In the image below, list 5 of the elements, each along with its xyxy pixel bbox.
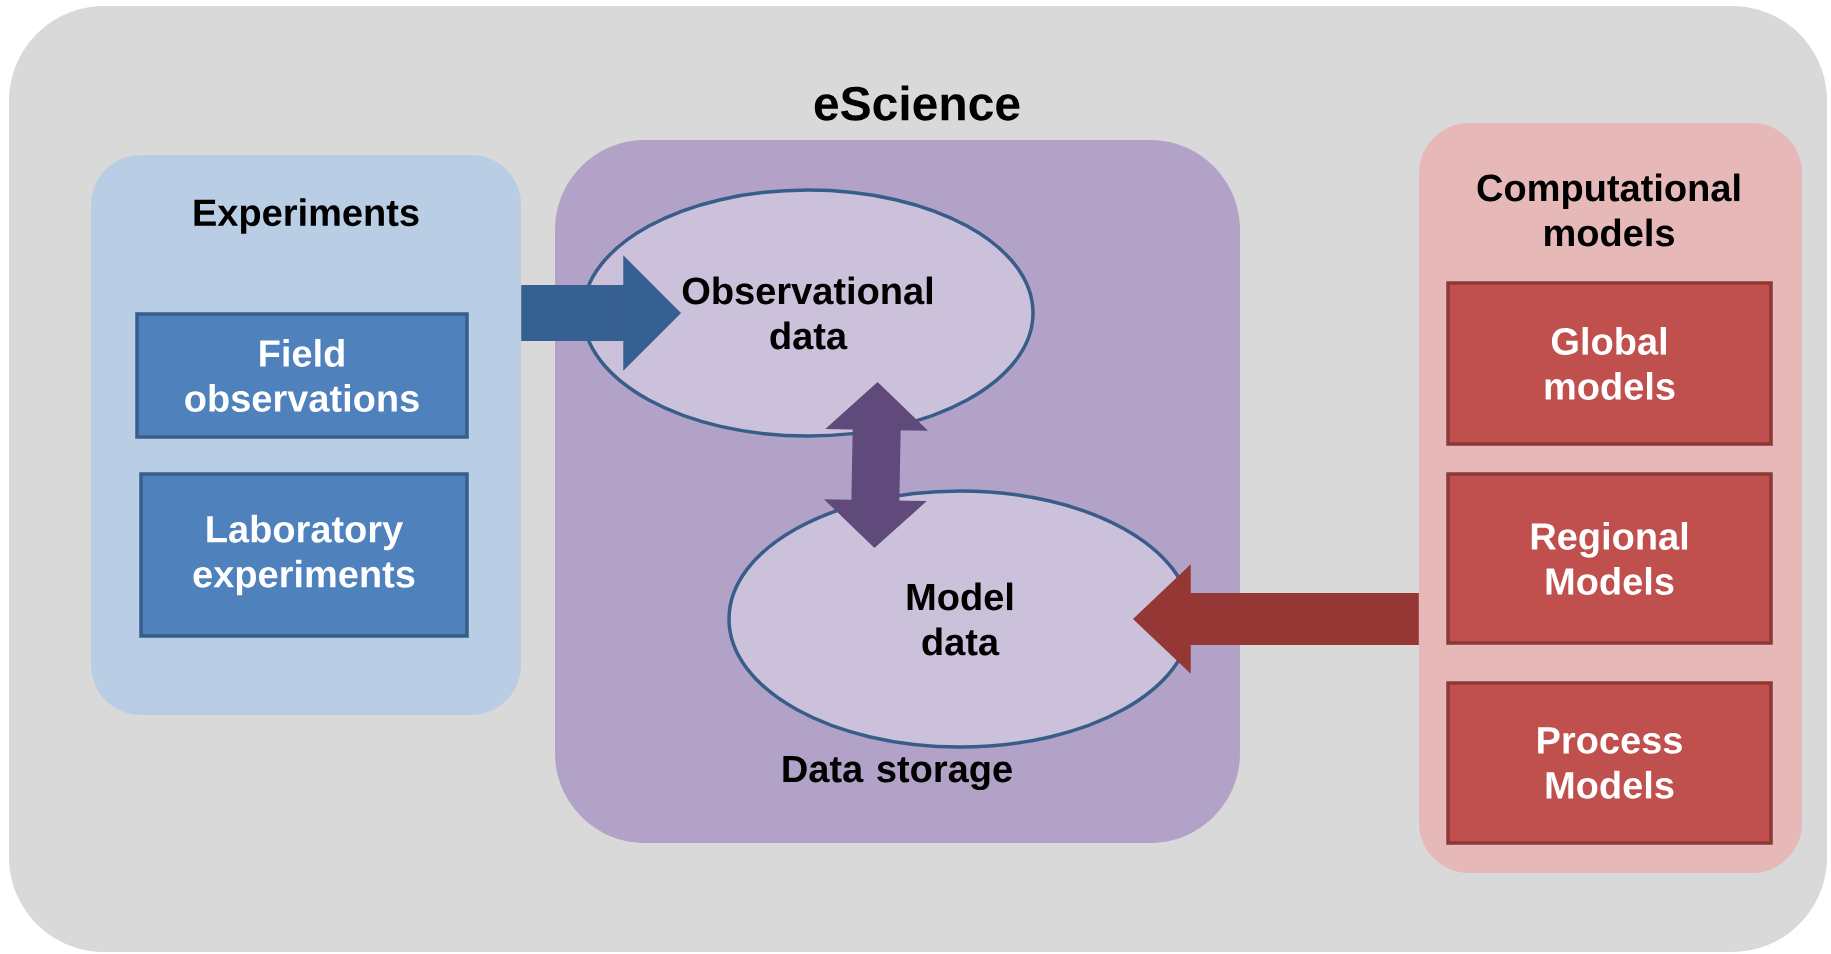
- process-box: Regional Models: [1446, 472, 1773, 645]
- process-box: Process Models: [1446, 681, 1773, 845]
- process-box: Global models: [1446, 281, 1773, 446]
- process-box: Field observations: [135, 312, 469, 439]
- process-box: Laboratory experiments: [139, 472, 469, 638]
